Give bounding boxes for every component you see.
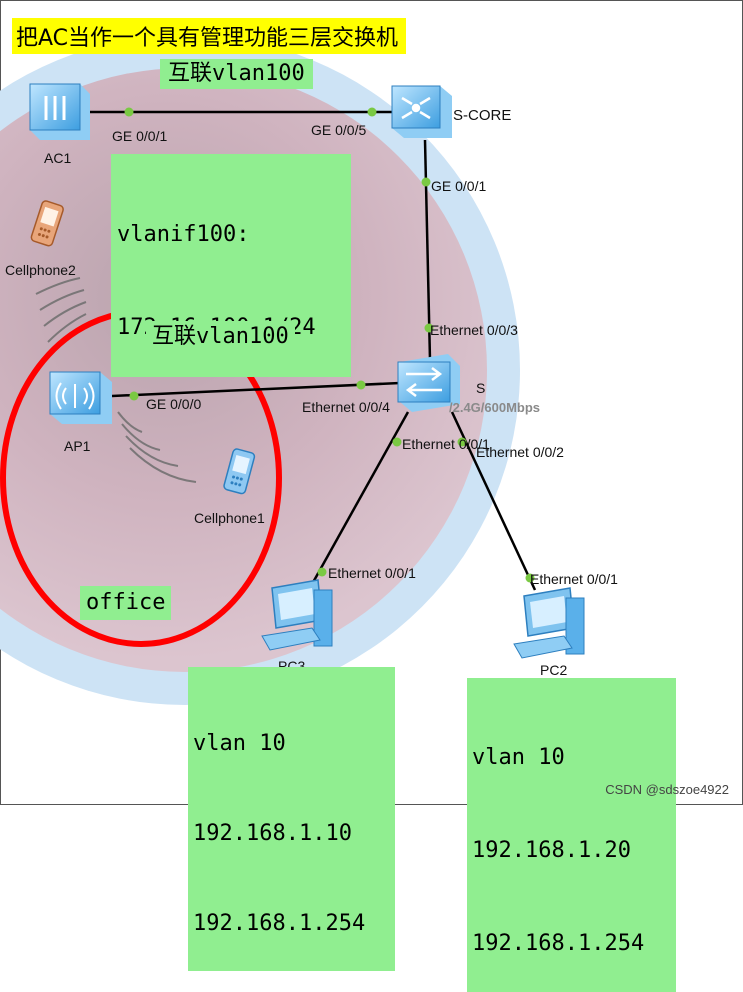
note-line: 192.168.1.20 [472, 838, 631, 863]
port-dot [367, 107, 377, 117]
note-office: office [80, 586, 172, 620]
note-line: 192.168.1.254 [193, 911, 366, 936]
access-point-icon[interactable] [49, 371, 112, 424]
device-rate-label: /2.4G/600Mbps [449, 400, 541, 415]
cellphone-icon[interactable] [30, 200, 64, 247]
port-dot [129, 391, 139, 401]
note-line: 192.168.1.10 [193, 821, 352, 846]
port-dot [356, 380, 366, 390]
note-line: vlanif100: [117, 222, 250, 247]
note-vlan100-mid: 互联vlan100 [146, 321, 295, 353]
port-label-ap1-ge: GE 0/0/0 [146, 396, 202, 412]
note-line: 192.168.1.254 [472, 931, 645, 956]
port-label-s-eth3: Ethernet 0/0/3 [430, 322, 518, 338]
port-label-s-eth1: Ethernet 0/0/1 [402, 436, 490, 452]
port-dot [424, 323, 434, 333]
diagram-title: 把AC当作一个具有管理功能三层交换机 [12, 18, 407, 54]
watermark: CSDN @sdszoe4922 [605, 782, 729, 797]
note-line: vlan 10 [193, 731, 286, 756]
port-dot [392, 437, 402, 447]
note-pc3-info: vlan 10 192.168.1.10 192.168.1.254 [188, 667, 395, 971]
note-vlan100-top: 互联vlan100 [160, 59, 313, 89]
port-dot [317, 567, 327, 577]
device-label-score: S-CORE [453, 107, 512, 124]
port-dot [457, 437, 467, 447]
port-label-s-eth4: Ethernet 0/0/4 [302, 399, 390, 415]
signal-waves-cellphone2 [35, 277, 87, 343]
port-label-ac1-ge: GE 0/0/1 [112, 128, 168, 144]
port-label-pc2-eth: Ethernet 0/0/1 [530, 571, 618, 587]
port-dot [124, 107, 134, 117]
note-line: vlan 10 [472, 745, 565, 770]
pc-icon[interactable] [261, 579, 333, 651]
note-pc2-info: vlan 10 192.168.1.20 192.168.1.254 [467, 678, 676, 992]
device-label-s: S [476, 380, 486, 396]
port-dot [421, 177, 431, 187]
link-s-pc3 [304, 411, 410, 596]
core-switch-icon[interactable] [391, 85, 452, 138]
link-ap1-s [111, 381, 401, 398]
port-label-score-ge1: GE 0/0/1 [431, 178, 487, 194]
link-score-s [423, 139, 432, 361]
pc-icon[interactable] [513, 587, 585, 659]
cellphone-icon[interactable] [223, 448, 256, 495]
switch-icon[interactable] [397, 354, 460, 412]
device-label-pc2: PC2 [540, 662, 568, 678]
port-label-pc3-eth: Ethernet 0/0/1 [328, 565, 416, 581]
device-label-ap1: AP1 [64, 438, 91, 454]
signal-waves-ap [117, 411, 197, 483]
port-label-s-eth2: Ethernet 0/0/2 [476, 444, 564, 460]
port-label-score-ge5: GE 0/0/5 [311, 122, 367, 138]
device-label-cellphone2: Cellphone2 [5, 262, 76, 278]
port-dot [525, 573, 535, 583]
device-label-ac1: AC1 [44, 150, 72, 166]
device-label-cellphone1: Cellphone1 [194, 510, 265, 526]
ac-icon[interactable] [29, 83, 90, 140]
